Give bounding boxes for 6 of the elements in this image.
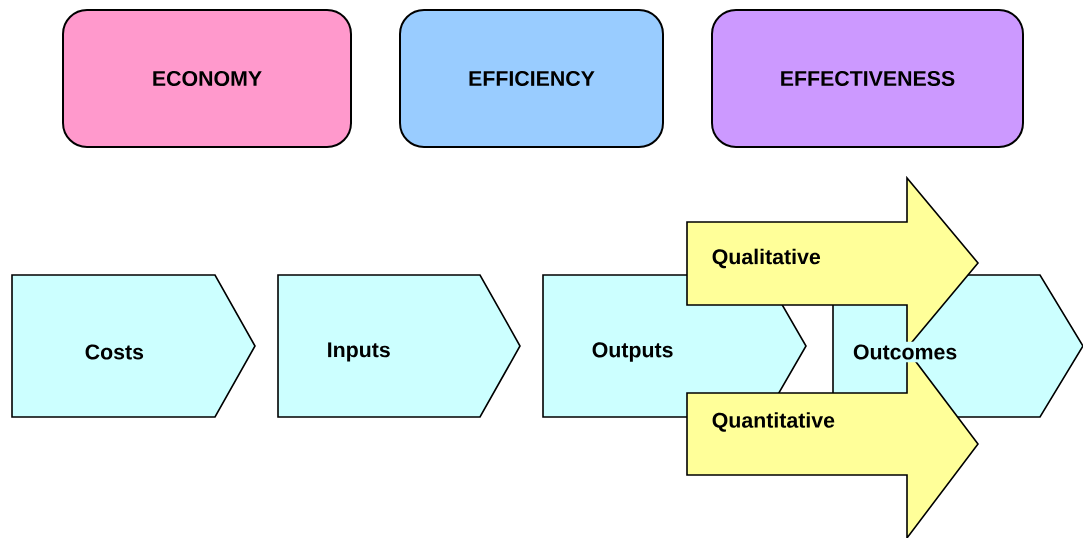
category-box: ECONOMY xyxy=(62,9,352,148)
category-box: EFFICIENCY xyxy=(399,9,664,148)
process-step-box: Inputs xyxy=(277,274,521,418)
process-step-label: Outcomes xyxy=(850,341,960,363)
category-box: EFFECTIVENESS xyxy=(711,9,1024,148)
process-step-box: Costs xyxy=(11,274,256,418)
